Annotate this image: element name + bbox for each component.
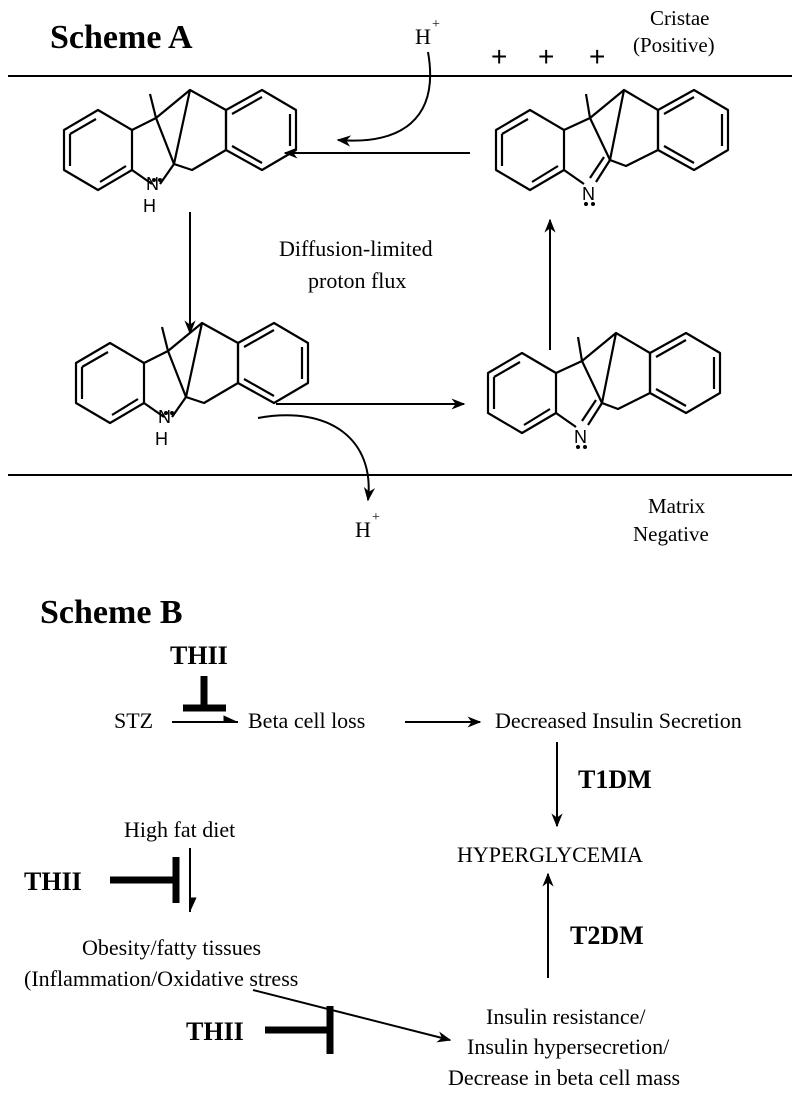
imine-molecule-top: N	[494, 88, 730, 208]
svg-text:N: N	[158, 407, 171, 427]
inhibition-bar-obesity	[265, 1006, 334, 1054]
proton-uptake-arrow	[336, 51, 432, 147]
inhibition-bar-diet	[110, 857, 180, 903]
inflammation-label: (Inflammation/Oxidative stress	[24, 966, 298, 991]
high-fat-diet-label: High fat diet	[124, 817, 235, 842]
svg-text:H: H	[415, 24, 431, 49]
proton-top: H +	[415, 17, 440, 49]
plus-sign-2: +	[538, 41, 554, 72]
proton-release-arrow	[257, 414, 376, 502]
beta-cell-mass-label: Decrease in beta cell mass	[448, 1065, 680, 1090]
t1dm-label: T1DM	[578, 765, 652, 794]
amine-molecule-bottom: N H	[74, 321, 310, 449]
plus-sign-3: +	[589, 41, 605, 72]
svg-text:N: N	[582, 184, 595, 204]
matrix-negative-label: Negative	[633, 522, 709, 546]
cristae-positive-label: (Positive)	[633, 33, 715, 57]
svg-text:H: H	[355, 517, 371, 542]
amine-molecule-top: N H	[62, 88, 298, 216]
hyperglycemia-label: HYPERGLYCEMIA	[457, 842, 643, 867]
thii-stz-label: THII	[170, 641, 228, 670]
plus-sign-1: +	[491, 41, 507, 72]
cristae-label: Cristae	[650, 6, 709, 30]
svg-text:+: +	[432, 17, 440, 32]
svg-text:H: H	[155, 429, 168, 449]
matrix-label: Matrix	[648, 494, 706, 518]
inhibition-bar-stz	[183, 676, 226, 712]
beta-cell-loss-label: Beta cell loss	[248, 708, 365, 733]
diffusion-label: Diffusion-limited	[279, 236, 433, 261]
scheme-a-title: Scheme A	[50, 19, 193, 56]
decreased-insulin-label: Decreased Insulin Secretion	[495, 708, 742, 733]
svg-text:H: H	[143, 196, 156, 216]
obesity-label: Obesity/fatty tissues	[82, 935, 261, 960]
proton-bottom: H +	[355, 510, 380, 542]
insulin-resistance-label: Insulin resistance/	[486, 1004, 646, 1029]
thii-obesity-label: THII	[186, 1017, 244, 1046]
proton-flux-label: proton flux	[308, 268, 406, 293]
scheme-b-title: Scheme B	[40, 594, 183, 631]
insulin-hypersecretion-label: Insulin hypersecretion/	[467, 1034, 670, 1059]
thii-diet-label: THII	[24, 867, 82, 896]
svg-text:+: +	[372, 510, 380, 525]
svg-text:N: N	[146, 174, 159, 194]
imine-molecule-bottom: N	[486, 331, 722, 451]
t2dm-label: T2DM	[570, 921, 644, 950]
obesity-to-resistance-arrow	[252, 989, 452, 1043]
svg-text:N: N	[574, 427, 587, 447]
stz-label: STZ	[114, 708, 153, 733]
